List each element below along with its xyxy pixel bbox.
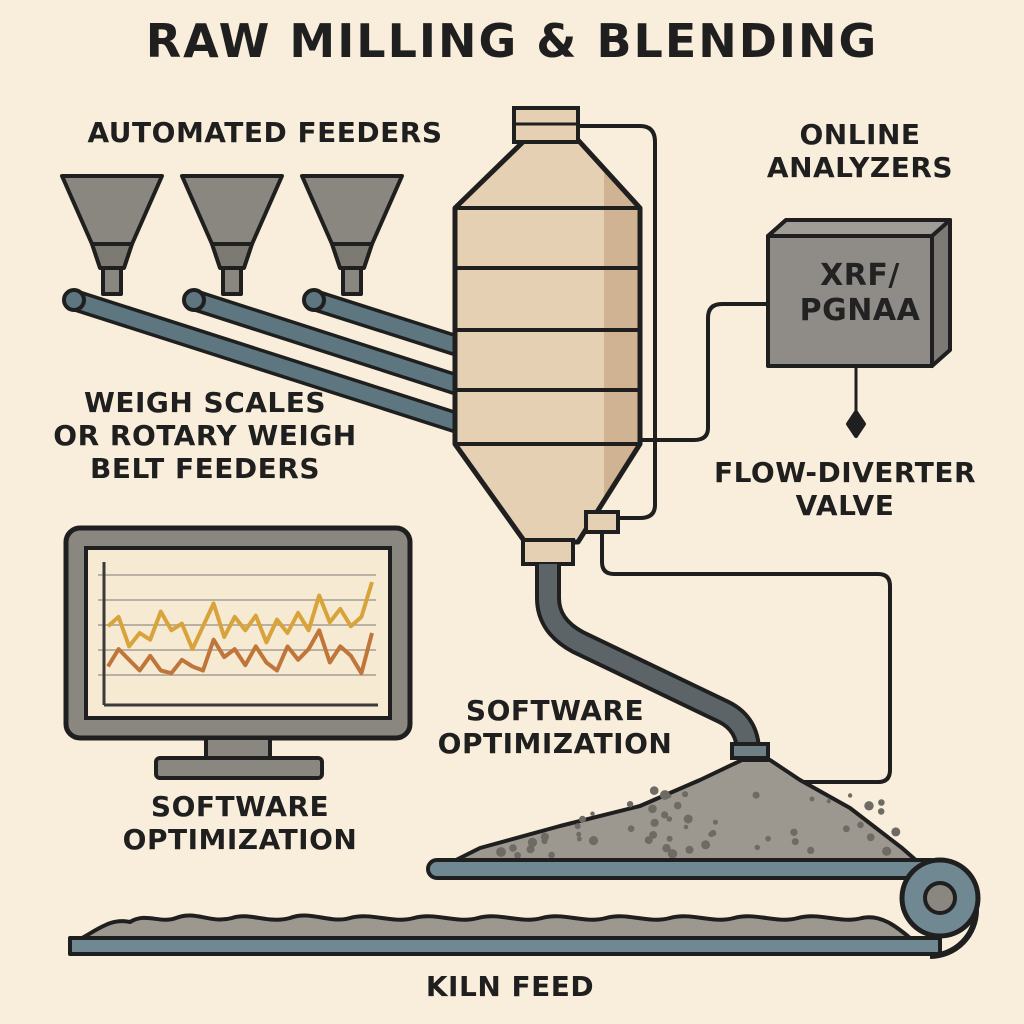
online-analyzers-label: ONLINE ANALYZERS — [766, 118, 954, 185]
monitor-base — [154, 756, 324, 780]
kiln-feed-conveyor — [68, 857, 981, 959]
pile-speckle — [644, 836, 653, 845]
pile-speckle — [807, 846, 815, 855]
stockpile-belt — [426, 858, 942, 880]
pile-speckle — [754, 844, 760, 851]
kiln-feed-label: KILN FEED — [425, 970, 595, 1003]
silo-outlet — [521, 538, 575, 566]
pile-speckle — [683, 814, 693, 824]
pipe-nozzle — [730, 742, 770, 760]
pile-speckle — [878, 799, 885, 806]
pile-speckle — [683, 824, 689, 830]
software-optimization-label-center: SOFTWARE OPTIMIZATION — [437, 694, 673, 761]
pile-speckle — [496, 847, 506, 857]
pile-speckle — [662, 844, 671, 853]
weigh-scales-label: WEIGH SCALES OR ROTARY WEIGH BELT FEEDER… — [53, 386, 357, 486]
feeder-hopper-3 — [300, 174, 404, 296]
wire-valve-to-pile — [600, 530, 892, 784]
pile-speckle — [626, 801, 634, 808]
pile-speckle — [866, 833, 875, 842]
pile-speckle — [660, 790, 670, 800]
pile-speckle — [574, 823, 581, 830]
control-monitor — [63, 525, 413, 780]
pile-speckle — [526, 845, 535, 854]
pile-speckle — [649, 786, 659, 795]
discharge-pipe — [535, 564, 761, 753]
feeder-hopper-2 — [180, 174, 284, 296]
wire-silo-top-loop — [580, 124, 657, 520]
pile-speckle — [843, 825, 850, 833]
pile-speckle — [667, 849, 678, 859]
pile-speckle — [765, 835, 771, 842]
pile-speckle — [666, 816, 673, 822]
pile-speckle — [648, 804, 657, 814]
pile-speckle — [891, 827, 901, 837]
pile-speckle — [666, 835, 673, 842]
pile-speckle — [650, 818, 659, 827]
pile-speckle — [540, 832, 550, 841]
blending-silo — [452, 106, 643, 566]
monitor-screen — [84, 546, 392, 720]
pile-speckle — [548, 851, 555, 859]
pile-speckle — [877, 808, 885, 815]
pile-speckle — [826, 799, 831, 804]
pile-speckle — [682, 791, 689, 798]
weigh-belt-2 — [182, 288, 466, 395]
online-analyzer-box — [766, 218, 952, 438]
wire-analyzer-to-silo — [640, 302, 768, 442]
pile-speckle — [882, 846, 892, 856]
feeder-hoppers — [60, 174, 404, 296]
flow-diverter-valve-label: FLOW-DIVERTER VALVE — [713, 456, 977, 523]
weigh-belt-1 — [62, 288, 466, 433]
pile-speckle — [864, 801, 874, 811]
weigh-belt-3 — [302, 288, 466, 356]
pile-speckle — [661, 811, 669, 819]
trend-line-upper — [106, 581, 374, 652]
pile-speckle — [790, 828, 798, 836]
pile-speckle — [527, 837, 538, 848]
pile-speckle — [701, 840, 711, 850]
flow-diverter-valve — [584, 510, 620, 534]
pile-speckle — [590, 811, 595, 816]
pile-speckle — [509, 844, 517, 852]
pile-speckle — [847, 793, 853, 798]
signal-wires — [580, 124, 892, 784]
automated-feeders-label: AUTOMATED FEEDERS — [87, 116, 443, 149]
pile-speckle — [809, 796, 815, 802]
pile-speckle — [514, 852, 521, 859]
pile-speckle — [627, 825, 635, 832]
diagram-title: RAW MILLING & BLENDING — [145, 14, 879, 68]
pile-speckle — [579, 815, 586, 823]
pile-speckle — [577, 836, 582, 842]
blended-stockpile — [450, 758, 920, 864]
software-optimization-label-left: SOFTWARE OPTIMIZATION — [122, 790, 358, 857]
pile-speckle — [712, 819, 718, 825]
feeder-hopper-1 — [60, 174, 164, 296]
pile-speckle — [857, 821, 864, 829]
pile-speckle — [752, 791, 760, 799]
pile-speckle — [791, 838, 799, 846]
weigh-belt-conveyors — [62, 288, 466, 433]
pile-speckle — [673, 801, 682, 810]
trend-line-lower — [106, 628, 374, 676]
xrf-pgnaa-label: XRF/ PGNAA — [799, 258, 921, 329]
pile-speckle — [576, 831, 582, 837]
pile-speckle — [685, 845, 694, 854]
pile-speckle — [709, 829, 717, 837]
pile-speckle — [588, 836, 599, 846]
pile-speckle — [649, 831, 658, 839]
